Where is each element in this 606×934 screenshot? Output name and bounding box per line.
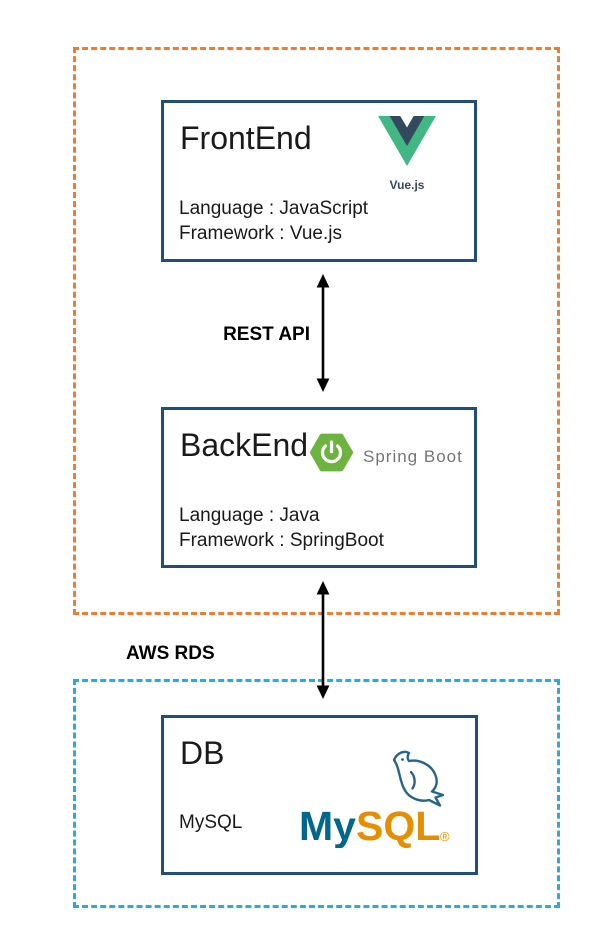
frontend-details: Language : JavaScript Framework : Vue.js [179, 196, 368, 246]
spring-boot-icon [309, 433, 354, 472]
backend-framework-line: Framework : SpringBoot [179, 530, 384, 551]
frontend-title: FrontEnd [180, 120, 312, 156]
backend-details: Language : Java Framework : SpringBoot [179, 503, 384, 553]
backend-language-line: Language : Java [179, 505, 320, 526]
vue-logo-icon [378, 116, 436, 166]
db-engine-line: MySQL [179, 812, 243, 833]
rest-api-arrow-icon [316, 274, 330, 392]
vue-logo-label: Vue.js [389, 178, 425, 192]
backend-node: BackEnd Spring Boot Language : Java Fram… [161, 407, 477, 568]
aws-rds-arrow-icon [316, 581, 330, 699]
frontend-node: FrontEnd Vue.js Language : JavaScript Fr… [161, 100, 477, 262]
db-node: DB MySQL MySQL ® [161, 715, 478, 875]
rest-api-label: REST API [223, 324, 310, 345]
spring-boot-label: Spring Boot [363, 447, 463, 466]
mysql-registered-mark: ® [440, 829, 450, 844]
frontend-framework-line: Framework : Vue.js [179, 223, 342, 244]
backend-title: BackEnd [180, 427, 309, 463]
application-zone [73, 47, 560, 615]
svg-text:MySQL: MySQL [299, 803, 440, 848]
dolphin-eye [401, 758, 404, 761]
frontend-language-line: Language : JavaScript [179, 198, 369, 219]
db-details: MySQL [179, 810, 242, 835]
mysql-wordmark-my: My [299, 803, 356, 848]
mysql-logo-icon: MySQL ® [299, 750, 450, 848]
aws-rds-zone [73, 679, 560, 908]
vue-logo: Vue.js [374, 116, 440, 192]
aws-rds-label: AWS RDS [126, 643, 215, 664]
db-title: DB [180, 735, 225, 771]
mysql-wordmark-sql: SQL [356, 803, 440, 848]
